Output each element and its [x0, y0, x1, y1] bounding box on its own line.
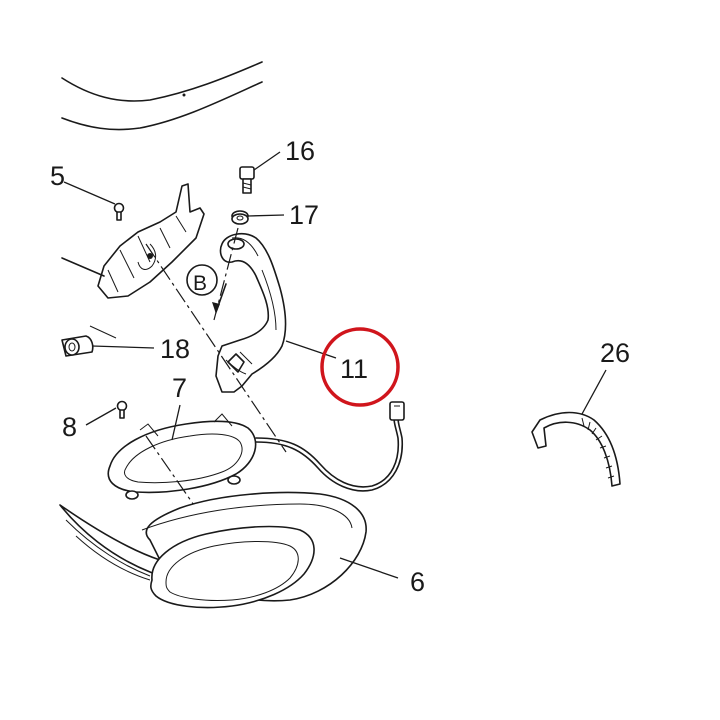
- cable-tie-part-26: [531, 369, 621, 487]
- callout-7: 7: [172, 373, 187, 403]
- callout-8: 8: [62, 412, 77, 442]
- housing-part-7: [107, 404, 257, 500]
- wire-harness: [255, 401, 405, 492]
- bolt-part-16: [239, 151, 281, 194]
- callout-5: 5: [50, 161, 65, 191]
- callout-11: 11: [340, 354, 368, 384]
- grommet-part-18: [61, 325, 155, 357]
- callout-26: 26: [600, 338, 630, 368]
- assembly-centerlines: [145, 227, 287, 509]
- bracket-part-5: [61, 183, 205, 299]
- lens-part-6: [59, 491, 399, 609]
- callout-6: 6: [410, 567, 425, 597]
- screw-part-8: [85, 400, 128, 426]
- highlight-circle: [320, 327, 400, 407]
- screw-part-5: [63, 181, 125, 221]
- callout-18: 18: [160, 334, 190, 364]
- callout-17: 17: [289, 200, 319, 230]
- callout-16: 16: [285, 136, 315, 166]
- callout-b: B: [193, 272, 207, 295]
- body-panel-outline: [61, 61, 263, 131]
- handle-part-11: [215, 232, 337, 393]
- washer-part-17: [231, 210, 285, 225]
